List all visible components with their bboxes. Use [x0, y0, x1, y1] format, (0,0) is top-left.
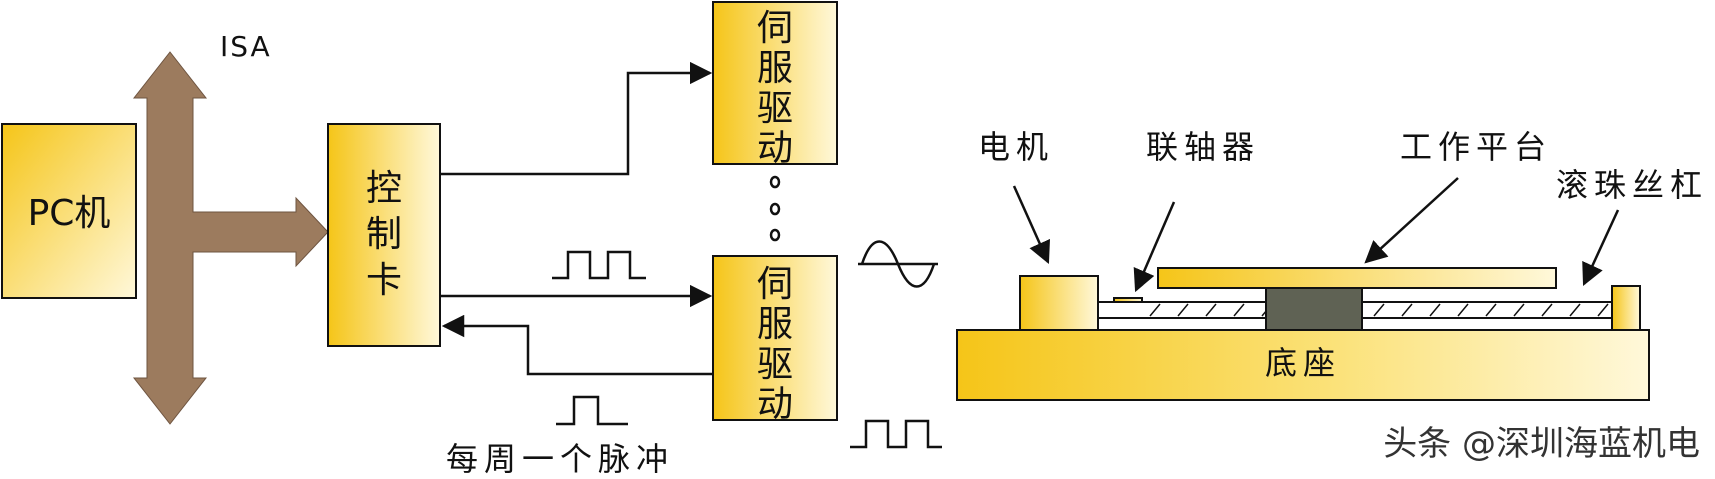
ctrl-to-servo-top-line — [440, 61, 713, 176]
motor-block — [1019, 275, 1099, 331]
controller-box: 控制卡 — [327, 123, 441, 347]
ballscrew-threads — [1149, 303, 1609, 317]
pulse-waveforms — [552, 250, 942, 449]
motor-pointer — [1012, 185, 1050, 265]
signal-lines — [440, 61, 713, 376]
pc-label: PC机 — [28, 193, 111, 234]
ellipsis-dots — [769, 175, 781, 242]
worktable-plate — [1157, 267, 1557, 289]
sine-wave-icon — [858, 240, 938, 288]
coupling-pointer — [1133, 201, 1176, 293]
servo-bottom-label: 伺服驱动 — [757, 264, 793, 425]
feedback-pulse-wave — [556, 395, 628, 426]
pointer-arrows — [1012, 177, 1620, 293]
mechanical-assembly: 底座 — [956, 267, 1650, 401]
isa-label: ISA — [220, 30, 272, 63]
coupling-label: 联轴器 — [1146, 128, 1260, 166]
servo-drive-bottom: 伺服驱动 — [712, 255, 838, 425]
motor-label: 电机 — [978, 128, 1054, 166]
worktable-pointer — [1364, 177, 1459, 264]
controller-label: 控制卡 — [366, 168, 402, 301]
ballscrew-pointer — [1582, 209, 1620, 287]
end-bearing-block — [1611, 285, 1641, 331]
worktable-label: 工作平台 — [1400, 128, 1552, 166]
feedback-line — [441, 314, 713, 376]
servo-top-label: 伺服驱动 — [757, 8, 793, 169]
base-label: 底座 — [1265, 344, 1341, 382]
pc-box: PC机 — [1, 123, 137, 299]
isa-bus-arrow — [132, 51, 329, 425]
ballscrew-label: 滚珠丝杠 — [1556, 166, 1708, 204]
pulse-caption: 每周一个脉冲 — [446, 440, 674, 478]
output-pulse-wave — [850, 419, 942, 449]
servo-drive-top: 伺服驱动 — [712, 1, 838, 169]
watermark-text: 头条 @深圳海蓝机电 — [1383, 424, 1700, 464]
control-pulse-wave — [552, 250, 646, 280]
nut-block — [1265, 287, 1363, 331]
